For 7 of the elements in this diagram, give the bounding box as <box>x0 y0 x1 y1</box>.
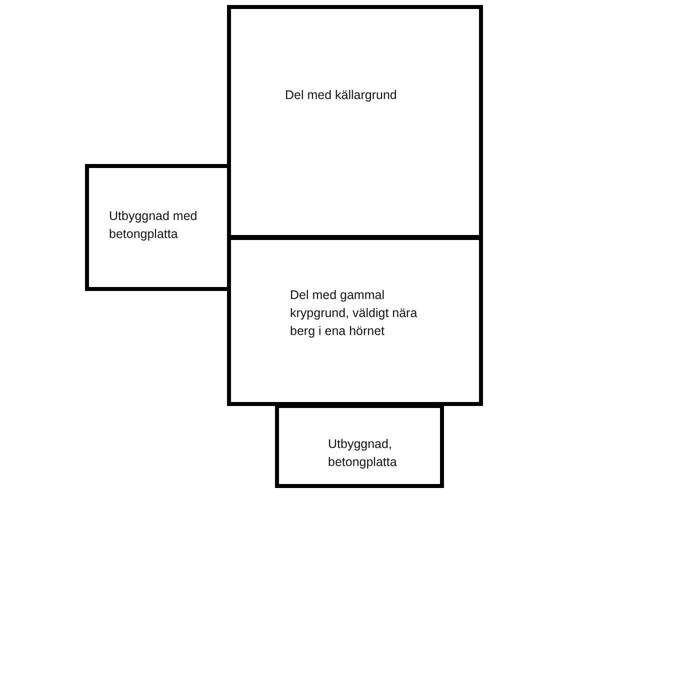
section-label: Utbyggnad med betongplatta <box>109 208 198 243</box>
section-label: Utbyggnad, betongplatta <box>328 436 398 471</box>
building-section <box>275 404 444 488</box>
building-section <box>227 5 483 239</box>
section-label: Del med källargrund <box>285 87 398 104</box>
section-label: Del med gammal krypgrund, väldigt nära berg i ena hörnet <box>290 287 418 340</box>
building-section <box>227 236 483 406</box>
